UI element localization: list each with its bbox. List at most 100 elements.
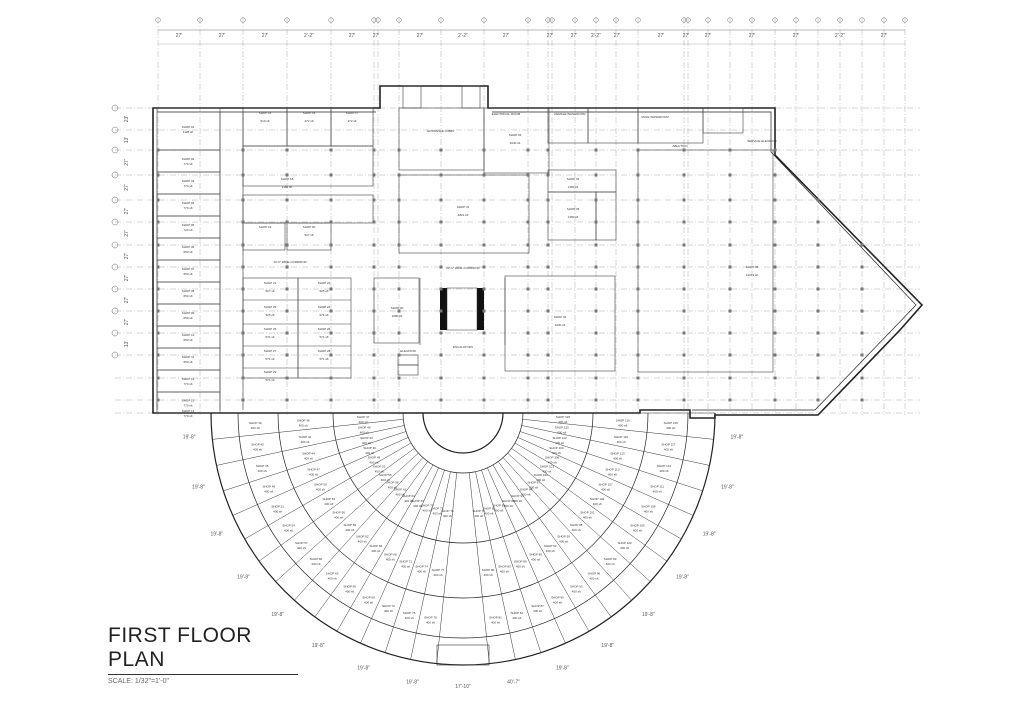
shop-name: SHOP 25 (264, 327, 277, 331)
arc-shop-area: 400 sft (304, 456, 313, 460)
column (482, 376, 486, 380)
arc-shop-name: SHOP 47 (307, 467, 320, 471)
shop-name: SHOP 18 (281, 177, 294, 181)
shop-area: 1128 sft (183, 130, 194, 134)
shop-area: 12071 sft (746, 273, 759, 277)
arc-dimension-label: 19'-8" (183, 434, 196, 440)
arc-shop-area: 400 sft (273, 509, 282, 513)
shop-name: SHOP 01 (182, 125, 195, 129)
shop-name: SHOP 35 (567, 207, 580, 211)
column (329, 265, 333, 269)
arc-shop-area: 400 sft (364, 600, 373, 604)
top-dimension-label: 27' (349, 33, 356, 39)
arc-shop-name: SHOP 60 (310, 557, 323, 561)
shop-area: 525 sft (265, 313, 274, 317)
column (860, 353, 864, 357)
arc-shop-area: 400 sft (311, 562, 320, 566)
shop-cell (156, 171, 221, 195)
arc-shop-name: SHOP 59 (344, 523, 357, 527)
arc-shop-area: 400 sft (553, 600, 562, 604)
column (546, 148, 550, 152)
arc-shop-area: 400 sft (474, 514, 483, 518)
shop-name: SHOP 30 (391, 306, 404, 310)
column (482, 331, 486, 335)
column (372, 287, 376, 291)
column (372, 220, 376, 224)
arc-shop-name: SHOP 80 (482, 568, 495, 572)
column (439, 309, 443, 313)
arc-shop-name: SHOP 85 (493, 503, 506, 507)
shop-area: 650 sft (183, 294, 192, 298)
column (594, 287, 598, 291)
column (860, 265, 864, 269)
shop-area: 472 sft (347, 119, 356, 123)
shop-area: 4821 sft (458, 213, 469, 217)
arc-shop-area: 400 sft (405, 616, 414, 620)
top-dimension-label: 27' (547, 33, 554, 39)
column (728, 353, 732, 357)
grid-bubble (111, 104, 119, 112)
arc-partition (469, 472, 490, 664)
column (526, 398, 530, 402)
arc-shop-name: SHOP 81 (489, 615, 502, 619)
arc-shop-area: 400 sft (375, 469, 384, 473)
arc-shop-area: 400 sft (423, 508, 432, 512)
column (439, 198, 443, 202)
column (482, 398, 486, 402)
arc-shop-name: SHOP 87 (531, 604, 544, 608)
shop-cell (156, 215, 221, 239)
column (728, 309, 732, 313)
column (816, 398, 820, 402)
top-dimension-label: 27' (503, 33, 510, 39)
column (329, 309, 333, 313)
column (526, 148, 530, 152)
shop-area: 3230 sft (555, 323, 566, 327)
shop-area: 472 sft (304, 119, 313, 123)
shop-name: SHOP 05 (182, 223, 195, 227)
arc-shop-name: SHOP 62 (356, 534, 369, 538)
arc-partition (360, 467, 439, 644)
column (636, 173, 640, 177)
column (546, 198, 550, 202)
column (397, 148, 401, 152)
arc-shop-name: SHOP 108 (641, 504, 656, 508)
arc-shop-area: 400 sft (653, 490, 662, 494)
arc-shop-name: SHOP 58 (386, 481, 399, 485)
column (397, 198, 401, 202)
arc-shop-name: SHOP 78 (424, 615, 437, 619)
arc-shop-area: 400 sft (531, 558, 540, 562)
arc-shop-area: 400 sft (557, 431, 566, 435)
shop-area: 571 sft (265, 335, 274, 339)
arc-shop-area: 400 sft (484, 512, 493, 516)
column (860, 309, 864, 313)
column (816, 243, 820, 247)
column (372, 398, 376, 402)
side-dimension-label: 27' (124, 208, 130, 215)
shop-area: 510 sft (260, 119, 269, 123)
arc-shop-name: SHOP 105 (630, 523, 645, 527)
side-dimension-label: 23' (124, 116, 130, 123)
column (594, 331, 598, 335)
column (156, 148, 160, 152)
shop-area: 2040 sft (510, 141, 521, 145)
column (285, 331, 289, 335)
column (594, 353, 598, 357)
escalators (419, 278, 506, 345)
column (546, 243, 550, 247)
arc-shop-area: 400 sft (521, 493, 530, 497)
arc-shop-name: SHOP 77 (432, 568, 445, 572)
arc-shop-name: SHOP 61 (394, 488, 407, 492)
shop-area: 1360 sft (568, 215, 579, 219)
shop-cell (156, 281, 221, 305)
column (285, 148, 289, 152)
column (728, 220, 732, 224)
arc-shop-name: SHOP 95 (557, 534, 570, 538)
side-dimension-label: 27' (124, 297, 130, 304)
shop-cell (156, 149, 221, 173)
column (241, 265, 245, 269)
arc-shop-area: 400 sft (316, 488, 325, 492)
arc-shop-name: SHOP 57 (295, 541, 308, 545)
arc-partition (212, 419, 404, 440)
arc-partition (519, 431, 703, 492)
